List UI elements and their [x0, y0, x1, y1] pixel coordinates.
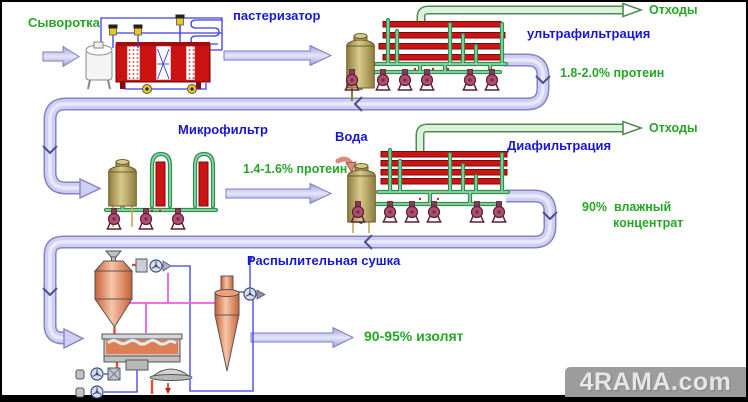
diafiltration-unit	[335, 150, 508, 233]
valve-icon	[174, 13, 186, 39]
flow-arrows	[42, 44, 355, 349]
label-microfilter: Микрофильтр	[178, 122, 268, 137]
recycle-pipe-uf-to-mf	[42, 60, 551, 200]
arrow-to-diafiltration	[225, 182, 333, 205]
valve-icon	[142, 84, 152, 94]
powder-collector	[149, 368, 193, 381]
dryer-feed-funnel	[104, 250, 123, 258]
label-protein-after-mf: 1.4-1.6% протеин	[243, 162, 348, 176]
label-spray-drying: Распылительная сушка	[247, 253, 401, 268]
cooling-coil	[190, 19, 222, 45]
waste-arrow-mid	[420, 120, 644, 155]
heater-box	[135, 258, 148, 273]
label-pasteurizer: пастеризатор	[233, 8, 321, 23]
arrow-isolate	[250, 326, 355, 349]
label-diafiltration: Диафильтрация	[507, 138, 612, 153]
arrow-to-ultrafiltration	[223, 44, 333, 67]
pasteurizer-heat-exchanger	[85, 13, 223, 94]
label-concentrate-line1: 90% влажный	[582, 200, 672, 214]
microfilter-unit	[106, 154, 216, 230]
label-feed: Сыворотка	[28, 15, 100, 30]
label-water: Вода	[335, 129, 368, 144]
spray-drying-section	[75, 250, 266, 399]
motor-box	[125, 359, 149, 371]
watermark: 4RAMA.com	[565, 367, 746, 397]
valve-icon	[187, 84, 197, 94]
fan-icon	[149, 259, 163, 273]
label-waste-top: Отходы	[649, 3, 698, 17]
label-isolate: 90-95% изолят	[364, 328, 464, 344]
cyclone	[214, 275, 240, 372]
blower-icon	[90, 385, 104, 399]
mf-column	[155, 161, 166, 207]
waste-arrow-top	[421, 2, 644, 27]
fluid-bed-dryer	[101, 333, 183, 371]
label-protein-after-uf: 1.8-2.0% протеин	[560, 66, 665, 80]
recycle-pipe-df-to-dryer	[42, 196, 558, 350]
spray-dryer-chamber	[93, 260, 134, 328]
label-waste-mid: Отходы	[649, 121, 698, 135]
label-ultrafiltration: ультрафильтрация	[527, 26, 651, 41]
mf-column	[198, 161, 209, 207]
fan-icon	[243, 287, 257, 301]
label-concentrate-line2: концентрат	[613, 216, 684, 230]
feed-arrow	[42, 45, 80, 68]
ultrafiltration-unit	[343, 20, 507, 101]
blower-icon	[90, 367, 104, 381]
